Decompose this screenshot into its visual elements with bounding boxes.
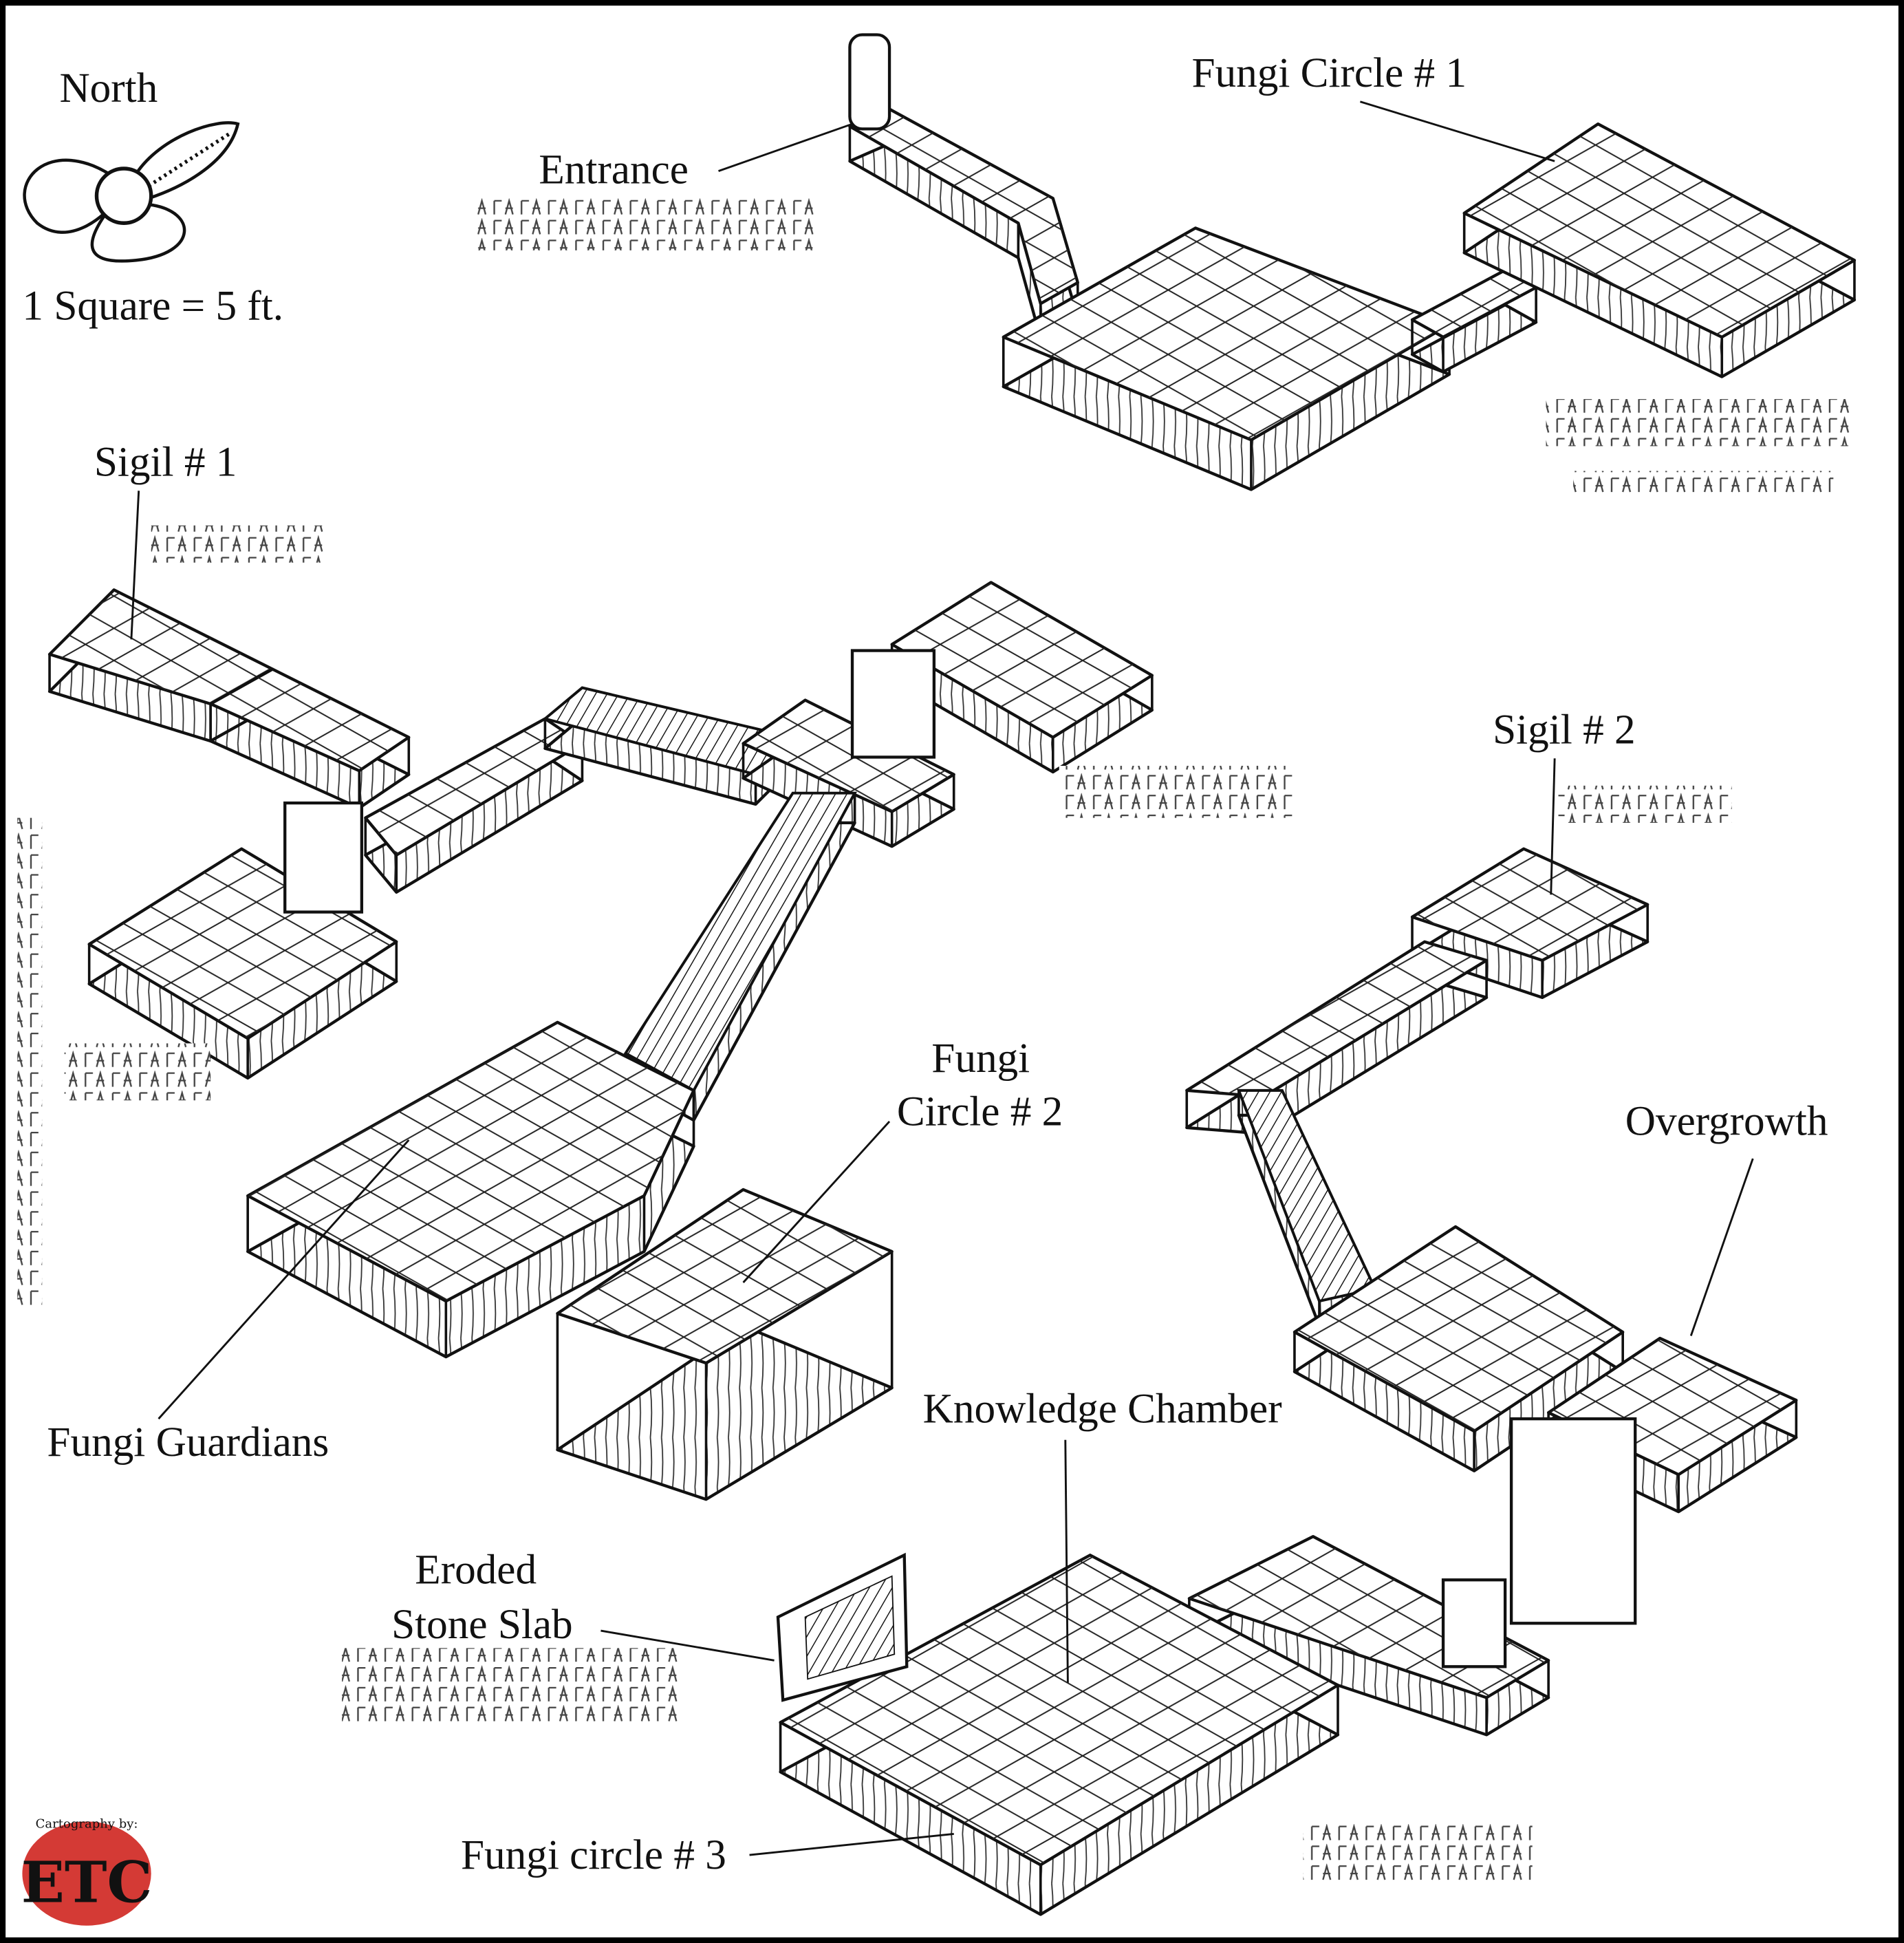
label-fungi-circle-2-line1: Fungi: [931, 1035, 1030, 1082]
credit-logo-text: ETC: [21, 1848, 153, 1915]
door-corridor: [364, 717, 584, 894]
connector-corridor: [1410, 268, 1538, 374]
leader-line: [1689, 1158, 1754, 1336]
stone-door-lower: [283, 801, 364, 914]
sigil-1-room: [47, 588, 274, 743]
floor-grid: [1412, 848, 1648, 960]
fungi-circle-2-block: [556, 1188, 894, 1501]
leader-line: [718, 122, 853, 172]
leader-line: [601, 1629, 775, 1662]
sigil-1-corridor: [208, 667, 411, 810]
label-eroded-line1: Eroded: [415, 1547, 537, 1593]
leader-line: [749, 1833, 954, 1856]
floor-grid: [210, 669, 409, 771]
doorway-frame: [1441, 1578, 1507, 1668]
runic-inscription: [477, 195, 818, 250]
floor-grid: [248, 1022, 694, 1302]
entrance-wall: [848, 33, 891, 131]
label-fungi-circle-1: Fungi Circle # 1: [1191, 50, 1467, 96]
compass-rose-icon: [23, 121, 240, 263]
floor-grid: [50, 590, 273, 705]
label-overgrowth: Overgrowth: [1625, 1098, 1828, 1145]
label-fungi-circle-3: Fungi circle # 3: [461, 1832, 726, 1878]
leader-line: [158, 1139, 410, 1420]
leader-line: [1359, 100, 1555, 162]
stair-landing: [742, 698, 955, 848]
fungi-circle-1-room: [1462, 122, 1857, 378]
sigil-2-room: [1410, 847, 1649, 999]
floor-grid: [1464, 124, 1854, 337]
label-sigil-2: Sigil # 2: [1493, 707, 1636, 753]
eroded-stone-slab: [776, 1552, 909, 1702]
runic-inscription: [1558, 785, 1732, 823]
cartography-credit-logo: Cartography by: ETC: [21, 1816, 153, 1926]
leader-line: [1064, 1439, 1069, 1683]
label-eroded-line2: Stone Slab: [391, 1601, 573, 1648]
leader-line: [742, 1120, 891, 1283]
floor-grid: [1187, 941, 1487, 1097]
long-stairs: [623, 791, 857, 1122]
runic-inscription: [1059, 766, 1295, 818]
floor-grid: [891, 582, 1152, 738]
credit-prefix: Cartography by:: [36, 1816, 138, 1831]
scale-label: 1 Square = 5 ft.: [22, 283, 283, 330]
label-sigil-1: Sigil # 1: [94, 439, 237, 486]
floor-grid: [557, 1189, 892, 1364]
label-fungi-circle-2-line2: Circle # 2: [897, 1088, 1063, 1135]
runic-inscription: [17, 817, 43, 1308]
floor-grid: [1412, 270, 1537, 337]
overgrown-pillar: [1509, 1417, 1637, 1625]
floor-grid: [1003, 228, 1450, 440]
leader-line: [1550, 758, 1556, 895]
right-stairs: [1237, 1088, 1377, 1328]
runic-inscription: [1546, 398, 1856, 447]
floor-grid: [850, 109, 1078, 304]
runic-inscription: [64, 1043, 211, 1101]
fungi-guardians-hall: [246, 1020, 695, 1359]
runic-inscription: [1303, 1824, 1533, 1881]
floor-grid: [365, 718, 583, 855]
floor-grid: [743, 700, 954, 812]
label-fungi-guardians: Fungi Guardians: [47, 1419, 329, 1466]
runic-inscription: [1573, 471, 1834, 496]
floor-grid: [1294, 1226, 1623, 1432]
platforms: [47, 107, 1857, 1916]
mushroom-platform: [890, 581, 1154, 774]
leader-line: [130, 491, 140, 640]
floor-grid: [780, 1555, 1338, 1865]
compass-label: North: [59, 65, 158, 111]
runic-inscription: [151, 525, 325, 563]
label-knowledge-chamber: Knowledge Chamber: [923, 1386, 1282, 1432]
runic-inscription: [342, 1648, 683, 1723]
stone-door-upper: [850, 649, 936, 759]
upper-stairs: [542, 686, 796, 806]
label-entrance: Entrance: [539, 147, 689, 193]
